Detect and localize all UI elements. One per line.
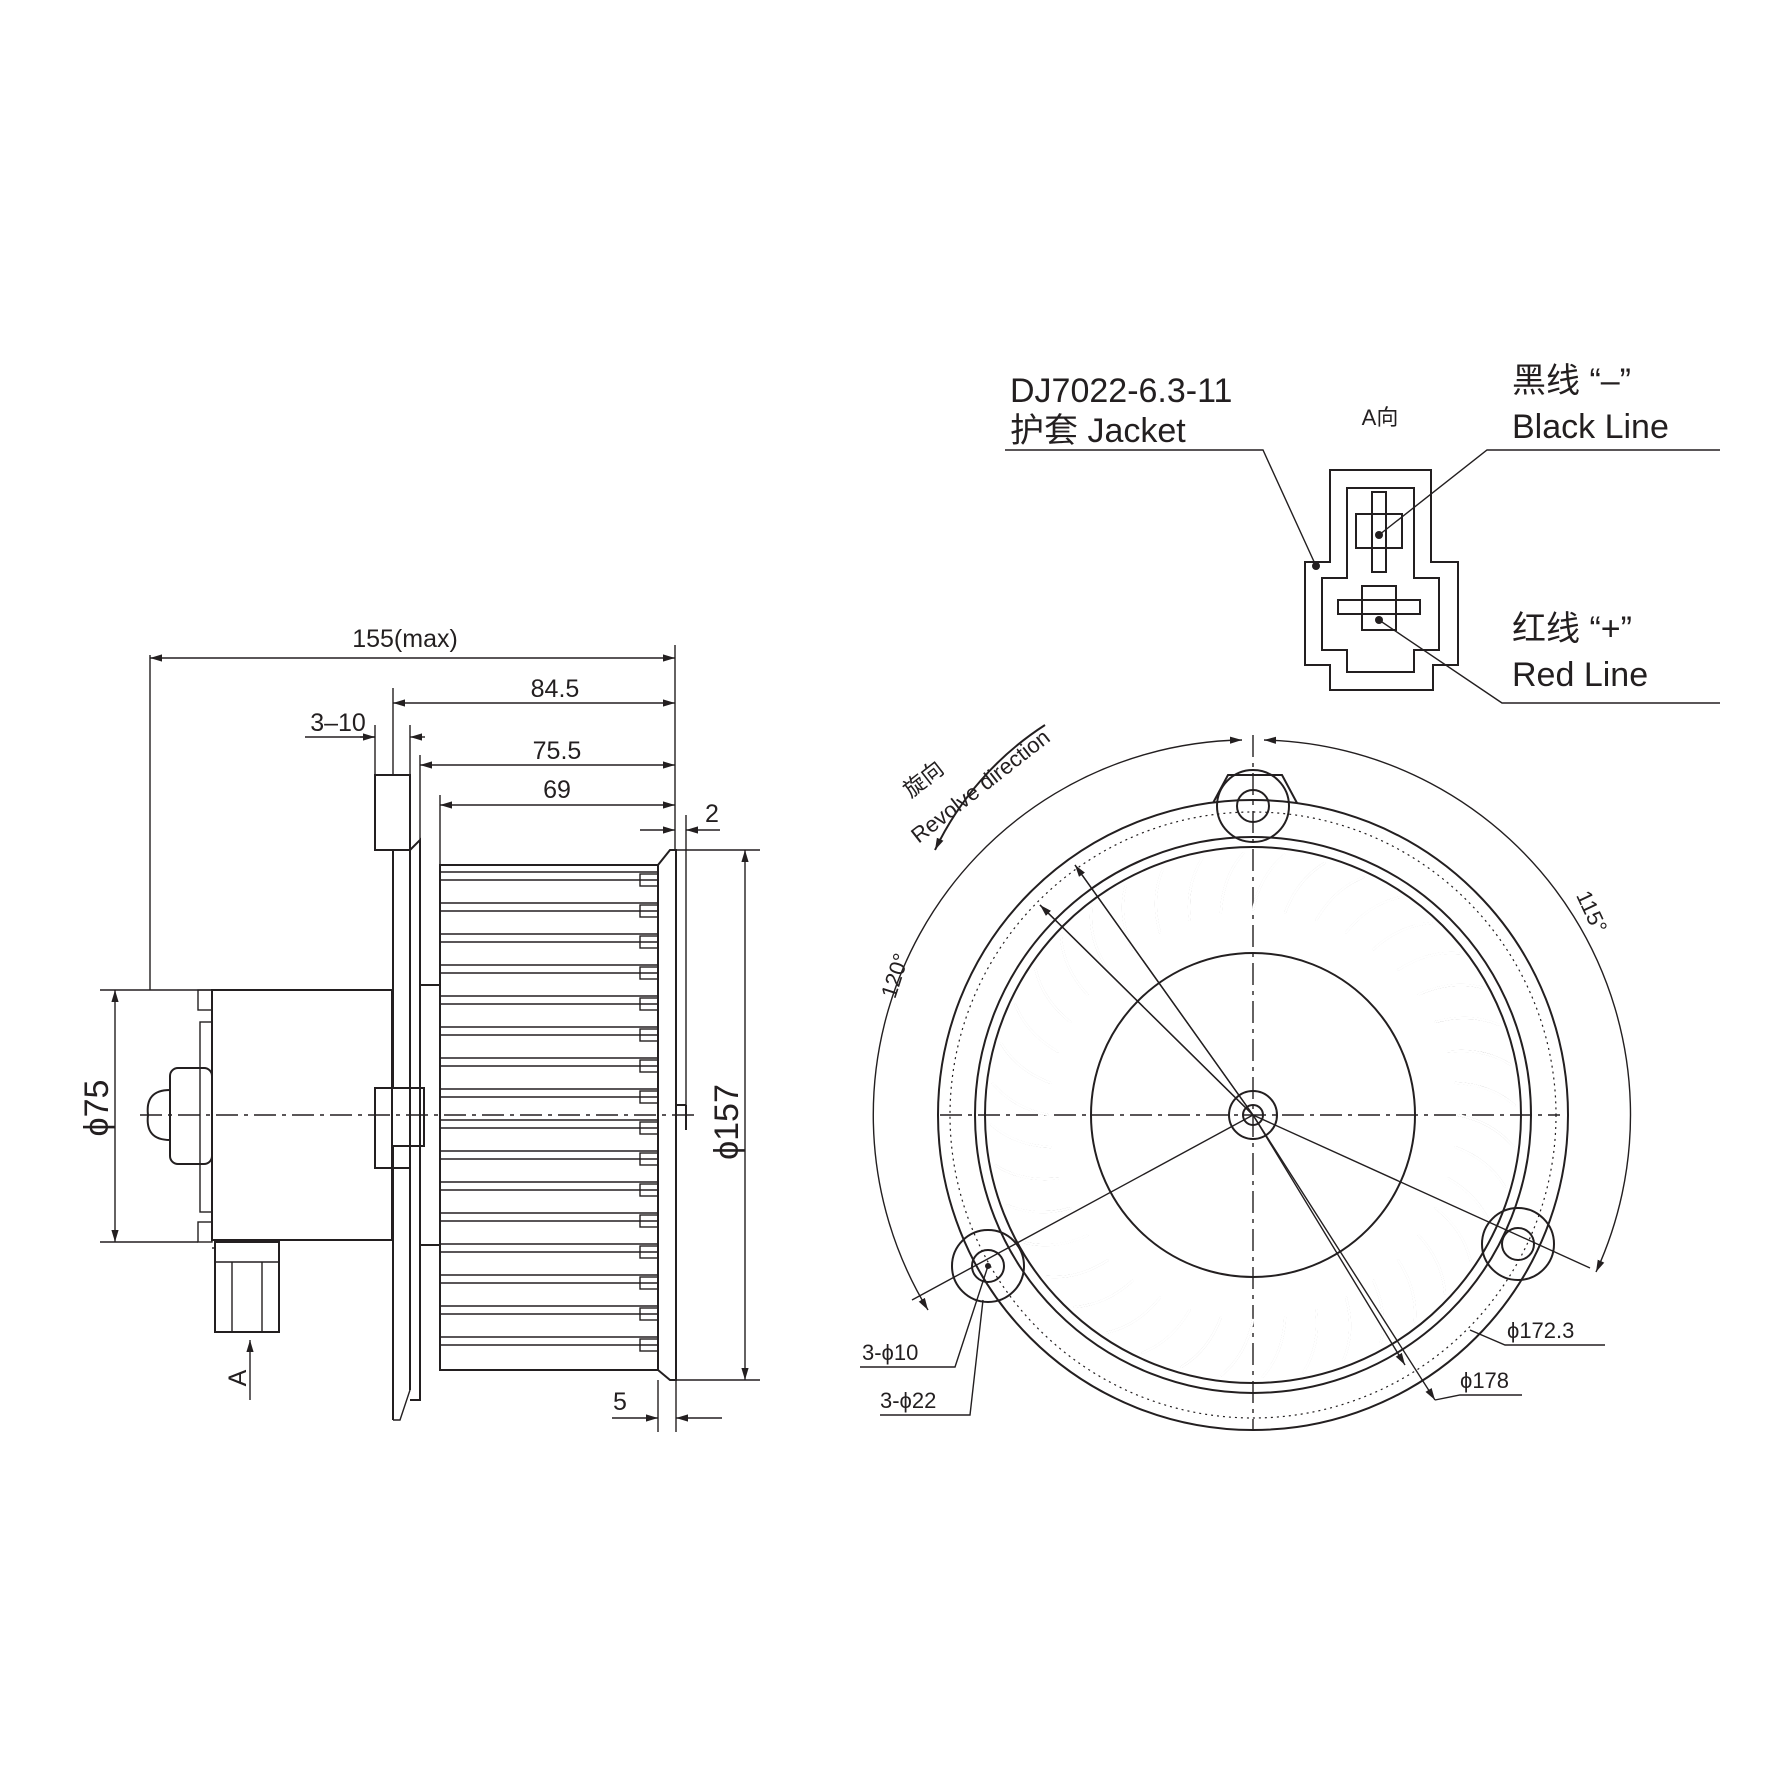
- impeller-blade: [1345, 896, 1400, 934]
- hole-22-leader: [880, 1299, 984, 1416]
- angle-label-120: 120°: [876, 950, 914, 1001]
- front-view: 旋向 Revolve direction 120° 115° 3-ϕ10 3-ϕ…: [860, 724, 1632, 1431]
- red-terminal: [1337, 599, 1421, 615]
- impeller-blade: [1219, 852, 1245, 914]
- impeller-blade: [1073, 1279, 1134, 1308]
- mounting-flange: [374, 774, 425, 1421]
- dim-phi-75: ϕ75: [78, 1080, 116, 1137]
- holes-small-label: 3-ϕ10: [862, 1340, 918, 1365]
- red-line-en: Red Line: [1512, 656, 1648, 694]
- dia-1723-leader: [1469, 1329, 1605, 1346]
- hole-10-leader: [860, 1265, 989, 1368]
- impeller-blade: [1000, 1042, 1052, 1084]
- motor-body: [146, 989, 393, 1333]
- impeller-blade: [1447, 1177, 1492, 1227]
- impeller-blade: [990, 1123, 1052, 1149]
- dim-overall-length: 155(max): [352, 625, 458, 653]
- angle-arc-115: [1263, 736, 1632, 1273]
- impeller-blade: [1034, 968, 1072, 1023]
- impeller-blade: [1014, 1003, 1059, 1053]
- dia-178-label: ϕ178: [1460, 1368, 1509, 1393]
- impeller-cage: [439, 849, 677, 1381]
- dia-178-leader: [1434, 1394, 1522, 1401]
- connector-view: A向 DJ7022-6.3-11 护套 Jacket 黑线 “–” Black …: [1005, 362, 1720, 704]
- dim-3-10: 3–10: [310, 709, 366, 737]
- red-line-cn: 红线 “+”: [1512, 610, 1632, 648]
- impeller-blade: [1457, 1114, 1515, 1148]
- impeller-blade: [1315, 876, 1365, 921]
- impeller-blade: [1141, 1309, 1191, 1354]
- mounting-lug-top: [1212, 769, 1298, 843]
- connector-part-number: DJ7022-6.3-11: [1010, 372, 1232, 410]
- red-line-leader: [1378, 619, 1720, 704]
- jacket-label: 护套 Jacket: [1010, 412, 1186, 450]
- impeller-blade: [1284, 862, 1326, 914]
- impeller-blade: [1180, 1316, 1222, 1368]
- impeller-blade: [1372, 922, 1433, 951]
- a-view-title: A向: [1362, 405, 1399, 430]
- impeller-blade: [1106, 1296, 1161, 1334]
- angle-label-115: 115°: [1571, 887, 1612, 937]
- holes-large-label: 3-ϕ22: [880, 1388, 936, 1413]
- dim-69: 69: [543, 776, 571, 804]
- impeller-blade: [1454, 1146, 1506, 1188]
- rotation-arrow: [934, 724, 1046, 851]
- impeller-blade: [1434, 1207, 1472, 1262]
- impeller-blade: [991, 1082, 1049, 1116]
- impeller-blade: [1261, 1316, 1287, 1378]
- black-line-leader: [1378, 449, 1720, 536]
- view-arrow-a: A: [224, 1369, 252, 1386]
- impeller-blade: [1220, 1319, 1254, 1377]
- connector-jacket-outer: [1304, 469, 1459, 691]
- impeller-blade: [1060, 935, 1089, 996]
- connector-jacket-inner: [1321, 487, 1440, 673]
- angle-arc-120: [872, 736, 1243, 1311]
- dim-2: 2: [705, 800, 719, 828]
- dim-75-5: 75.5: [533, 737, 582, 765]
- black-terminal: [1355, 513, 1403, 549]
- impeller-blade: [1417, 1234, 1446, 1295]
- impeller-blade: [1454, 1081, 1516, 1107]
- black-line-cn: 黑线 “–”: [1512, 362, 1631, 400]
- dia-1723-label: ϕ172.3: [1507, 1318, 1574, 1343]
- dim-phi-157: ϕ157: [708, 1084, 746, 1160]
- dim-5: 5: [613, 1388, 627, 1416]
- black-line-en: Black Line: [1512, 408, 1669, 446]
- side-view: 155(max) 84.5 3–10 75.5 69 2 5 ϕ75 ϕ157 …: [78, 625, 760, 1432]
- impeller-blade: [1252, 853, 1286, 911]
- side-dimensions: [100, 645, 760, 1432]
- mounting-lug-right: [1481, 1207, 1555, 1281]
- dim-84-5: 84.5: [531, 675, 580, 703]
- jacket-leader: [1005, 449, 1317, 567]
- rotation-label-cn: 旋向: [898, 756, 948, 803]
